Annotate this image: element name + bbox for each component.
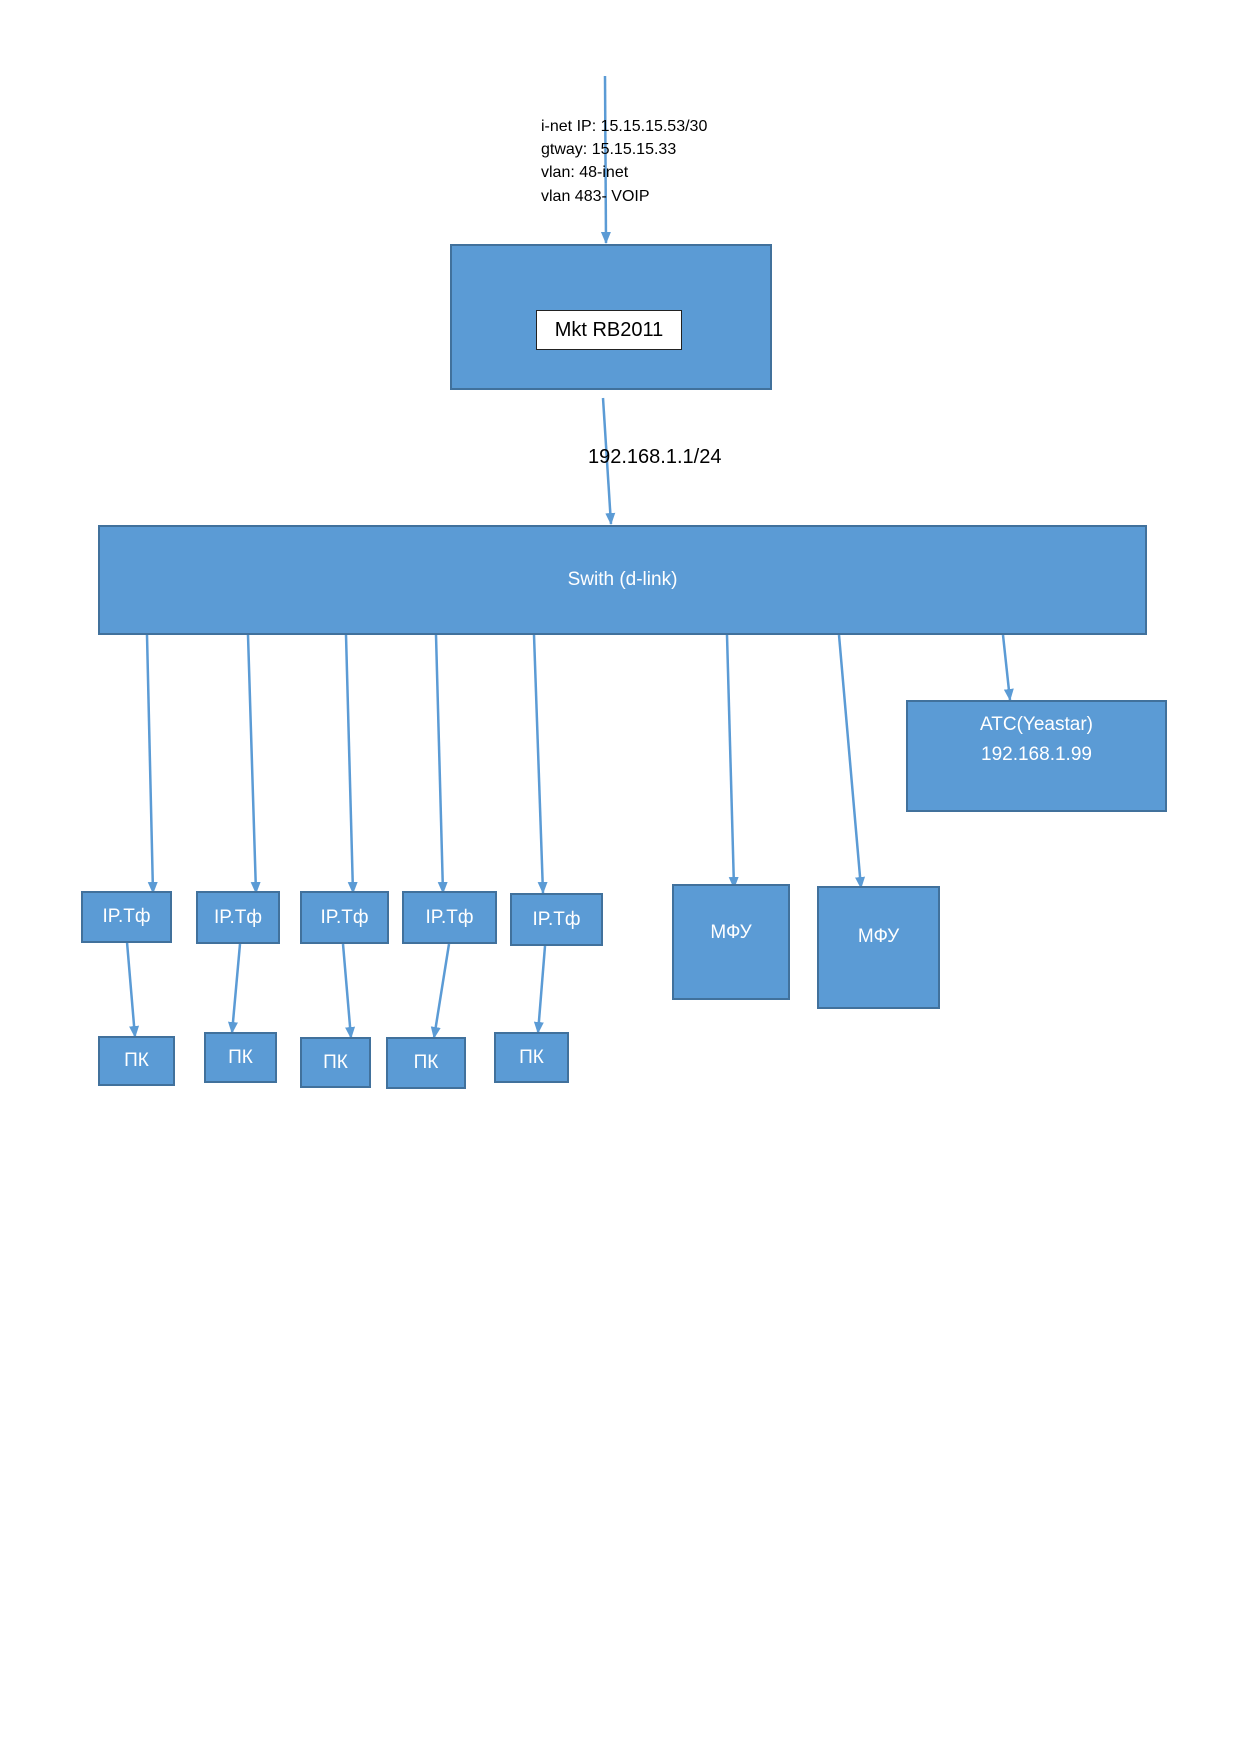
pc-3: ПК bbox=[300, 1037, 371, 1088]
uplink-info-line-1: i-net IP: 15.15.15.53/30 bbox=[541, 118, 708, 135]
switch-label: Swith (d-link) bbox=[567, 569, 678, 590]
ip-phone-label: IP.Tф bbox=[102, 906, 151, 927]
pc-label: ПК bbox=[519, 1046, 544, 1068]
lan-subnet-label: 192.168.1.1/24 bbox=[588, 446, 722, 468]
pc-label: ПК bbox=[323, 1051, 348, 1073]
mfp-2: МФУ bbox=[817, 886, 940, 1009]
arrow-switch-to-mfp-2 bbox=[837, 634, 866, 889]
arrow-phone-4-to-pc-4 bbox=[430, 943, 451, 1039]
pbx-ip: 192.168.1.99 bbox=[981, 744, 1092, 765]
arrow-switch-to-phone-3 bbox=[344, 634, 358, 894]
arrow-switch-to-phone-5 bbox=[532, 634, 548, 894]
pc-5: ПК bbox=[494, 1032, 569, 1083]
ip-phone-label: IP.Tф bbox=[320, 906, 369, 928]
arrow-phone-3-to-pc-3 bbox=[341, 943, 356, 1039]
arrow-router-to-switch bbox=[601, 397, 616, 525]
mfp-1: МФУ bbox=[672, 884, 790, 1000]
uplink-info-line-2: gtway: 15.15.15.33 bbox=[541, 141, 677, 158]
ip-phone-3: IP.Tф bbox=[300, 891, 389, 944]
arrow-switch-to-phone-2 bbox=[246, 634, 261, 894]
ip-phone-label: IP.Tф bbox=[213, 906, 263, 928]
mfp-label: МФУ bbox=[857, 926, 900, 947]
mfp-label: МФУ bbox=[710, 922, 752, 943]
arrow-phone-1-to-pc-1 bbox=[125, 941, 140, 1038]
pc-4: ПК bbox=[386, 1037, 466, 1089]
arrow-switch-to-pbx bbox=[1001, 634, 1014, 701]
pc-label: ПК bbox=[124, 1050, 149, 1071]
arrow-switch-to-phone-4 bbox=[434, 634, 448, 894]
pbx-name: ATC(Yeastar) bbox=[980, 714, 1093, 735]
arrow-phone-2-to-pc-2 bbox=[228, 943, 242, 1034]
arrow-uplink-to-router bbox=[600, 75, 611, 244]
uplink-info-line-3: vlan: 48-inet bbox=[541, 164, 629, 181]
ip-phone-5: IP.Tф bbox=[510, 893, 603, 946]
switch-box: Swith (d-link) bbox=[98, 525, 1147, 635]
ip-phone-label: IP.Tф bbox=[425, 906, 474, 928]
ip-phone-label: IP.Tф bbox=[532, 908, 581, 930]
router-label: Mkt RB2011 bbox=[536, 310, 682, 350]
pc-2: ПК bbox=[204, 1032, 277, 1083]
arrow-switch-to-phone-1 bbox=[145, 634, 158, 894]
ip-phone-1: IP.Tф bbox=[81, 891, 172, 943]
ip-phone-2: IP.Tф bbox=[196, 891, 280, 944]
arrow-phone-5-to-pc-5 bbox=[533, 945, 547, 1034]
arrow-switch-to-mfp-1 bbox=[725, 634, 739, 889]
pc-label: ПК bbox=[228, 1046, 253, 1068]
pc-1: ПК bbox=[98, 1036, 175, 1086]
uplink-info-line-4: vlan 483- VOIP bbox=[541, 188, 650, 205]
pc-label: ПК bbox=[413, 1052, 439, 1073]
pbx-box: ATC(Yeastar) 192.168.1.99 bbox=[906, 700, 1167, 812]
ip-phone-4: IP.Tф bbox=[402, 891, 497, 944]
